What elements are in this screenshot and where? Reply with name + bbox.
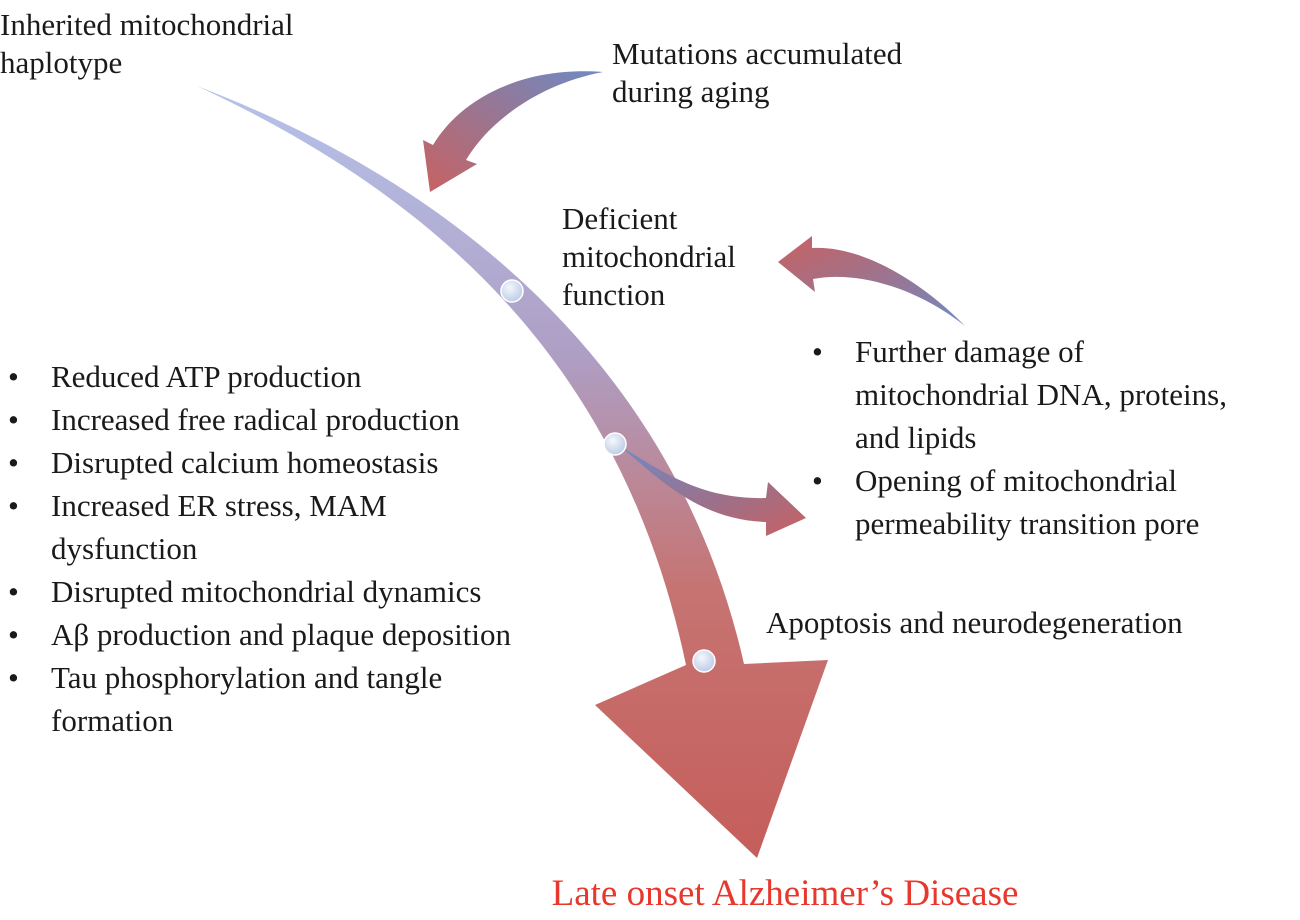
mutations-label: Mutations accumulated during aging: [612, 36, 903, 109]
outcome-label: Late onset Alzheimer’s Disease: [551, 873, 1019, 914]
consequence-item: Aβ production and plaque deposition: [8, 613, 511, 656]
feedback-arrow: [778, 236, 965, 326]
pathway-node-1: [500, 279, 524, 303]
consequence-item: Reduced ATP production: [8, 355, 511, 398]
feedback-effect-item: Further damage of mitochondrial DNA, pro…: [812, 330, 1227, 459]
main-pathway-arrow: [197, 86, 828, 858]
inherited-haplotype-label: Inherited mitochondrial haplotype: [0, 7, 294, 80]
deficient-function-label: Deficient mitochondrial function: [562, 201, 736, 312]
mutations-arrow: [423, 71, 603, 192]
pathway-node-3: [692, 649, 716, 673]
consequence-item: Increased free radical production: [8, 398, 511, 441]
feedback-effect-item: Opening of mitochondrial permeability tr…: [812, 459, 1227, 545]
feedback-effects-list: Further damage of mitochondrial DNA, pro…: [812, 330, 1227, 545]
consequences-list: Reduced ATP production Increased free ra…: [8, 355, 511, 742]
apoptosis-label: Apoptosis and neurodegeneration: [766, 605, 1183, 640]
pathway-node-2: [603, 432, 627, 456]
branch-arrow: [620, 446, 806, 536]
consequence-item: Disrupted mitochondrial dynamics: [8, 570, 511, 613]
consequence-item: Disrupted calcium homeostasis: [8, 441, 511, 484]
